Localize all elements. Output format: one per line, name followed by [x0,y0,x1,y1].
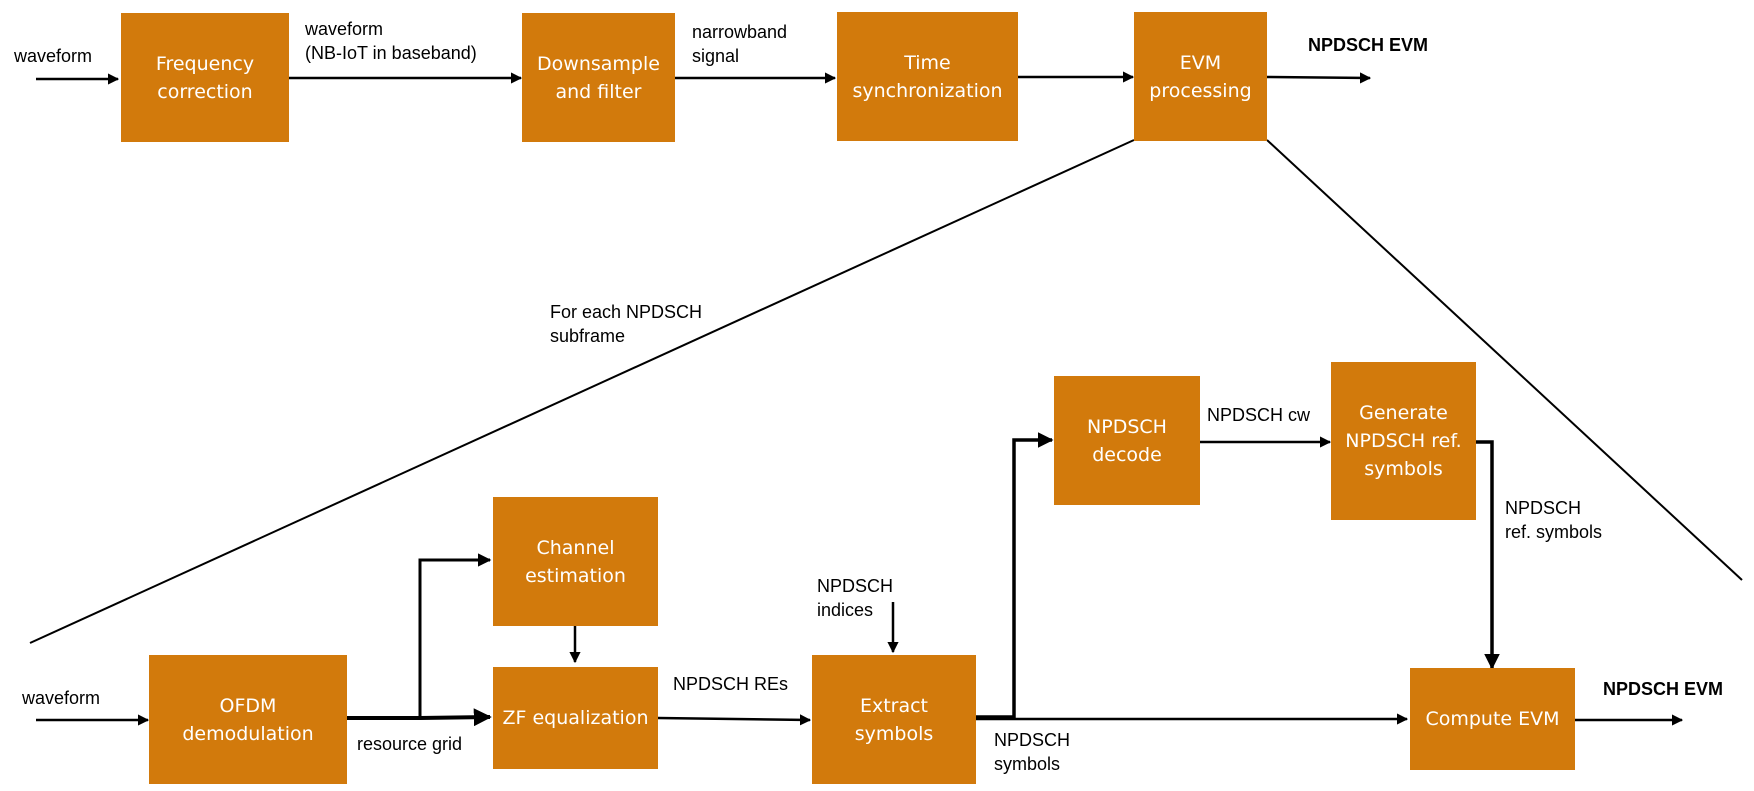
arrow-extract-to-decode [976,432,1054,719]
zoom-guide-right [1266,139,1743,581]
label-narrowband-signal: narrowband signal [692,22,788,66]
ofdm-demodulation-block: OFDM demodulation [149,655,347,784]
label-npdsch-symbols: NPDSCH symbols [994,730,1071,774]
label-npdsch-evm-bottom: NPDSCH EVM [1603,679,1724,699]
generate-ref-symbols-block: Generate NPDSCH ref. symbols [1331,362,1476,520]
arrow-gen-to-compute [1474,440,1500,670]
label-for-each-subframe: For each NPDSCH subframe [550,302,703,346]
label-npdsch-res: NPDSCH REs [673,674,789,694]
label-waveform-nb-iot: waveform (NB-IoT in baseband) [305,19,477,63]
label-waveform-top: waveform [14,46,93,66]
label-npdsch-indices: NPDSCH indices [817,576,894,620]
label-npdsch-cw: NPDSCH cw [1207,405,1311,425]
channel-estimation-block: Channel estimation [493,497,658,626]
label-npdsch-ref-symbols: NPDSCH ref. symbols [1505,498,1603,542]
label-waveform-bottom: waveform [22,688,101,708]
label-npdsch-evm-top: NPDSCH EVM [1308,35,1429,55]
extract-symbols-block: Extract symbols [812,655,976,784]
frequency-correction-block: Frequency correction [121,13,289,142]
label-resource-grid: resource grid [357,734,463,754]
time-synchronization-block: Time synchronization [837,12,1018,141]
compute-evm-block: Compute EVM [1410,668,1575,770]
downsample-filter-block: Downsample and filter [522,13,675,142]
evm-processing-block: EVM processing [1134,12,1267,141]
zf-equalization-block: ZF equalization [493,667,658,769]
npdsch-decode-block: NPDSCH decode [1054,376,1200,505]
arrow-zf-to-extract [657,714,812,726]
arrow-grid-to-chest [418,553,492,718]
zoom-guide-left [29,139,1135,644]
arrow-evm-out-top [1266,72,1372,84]
